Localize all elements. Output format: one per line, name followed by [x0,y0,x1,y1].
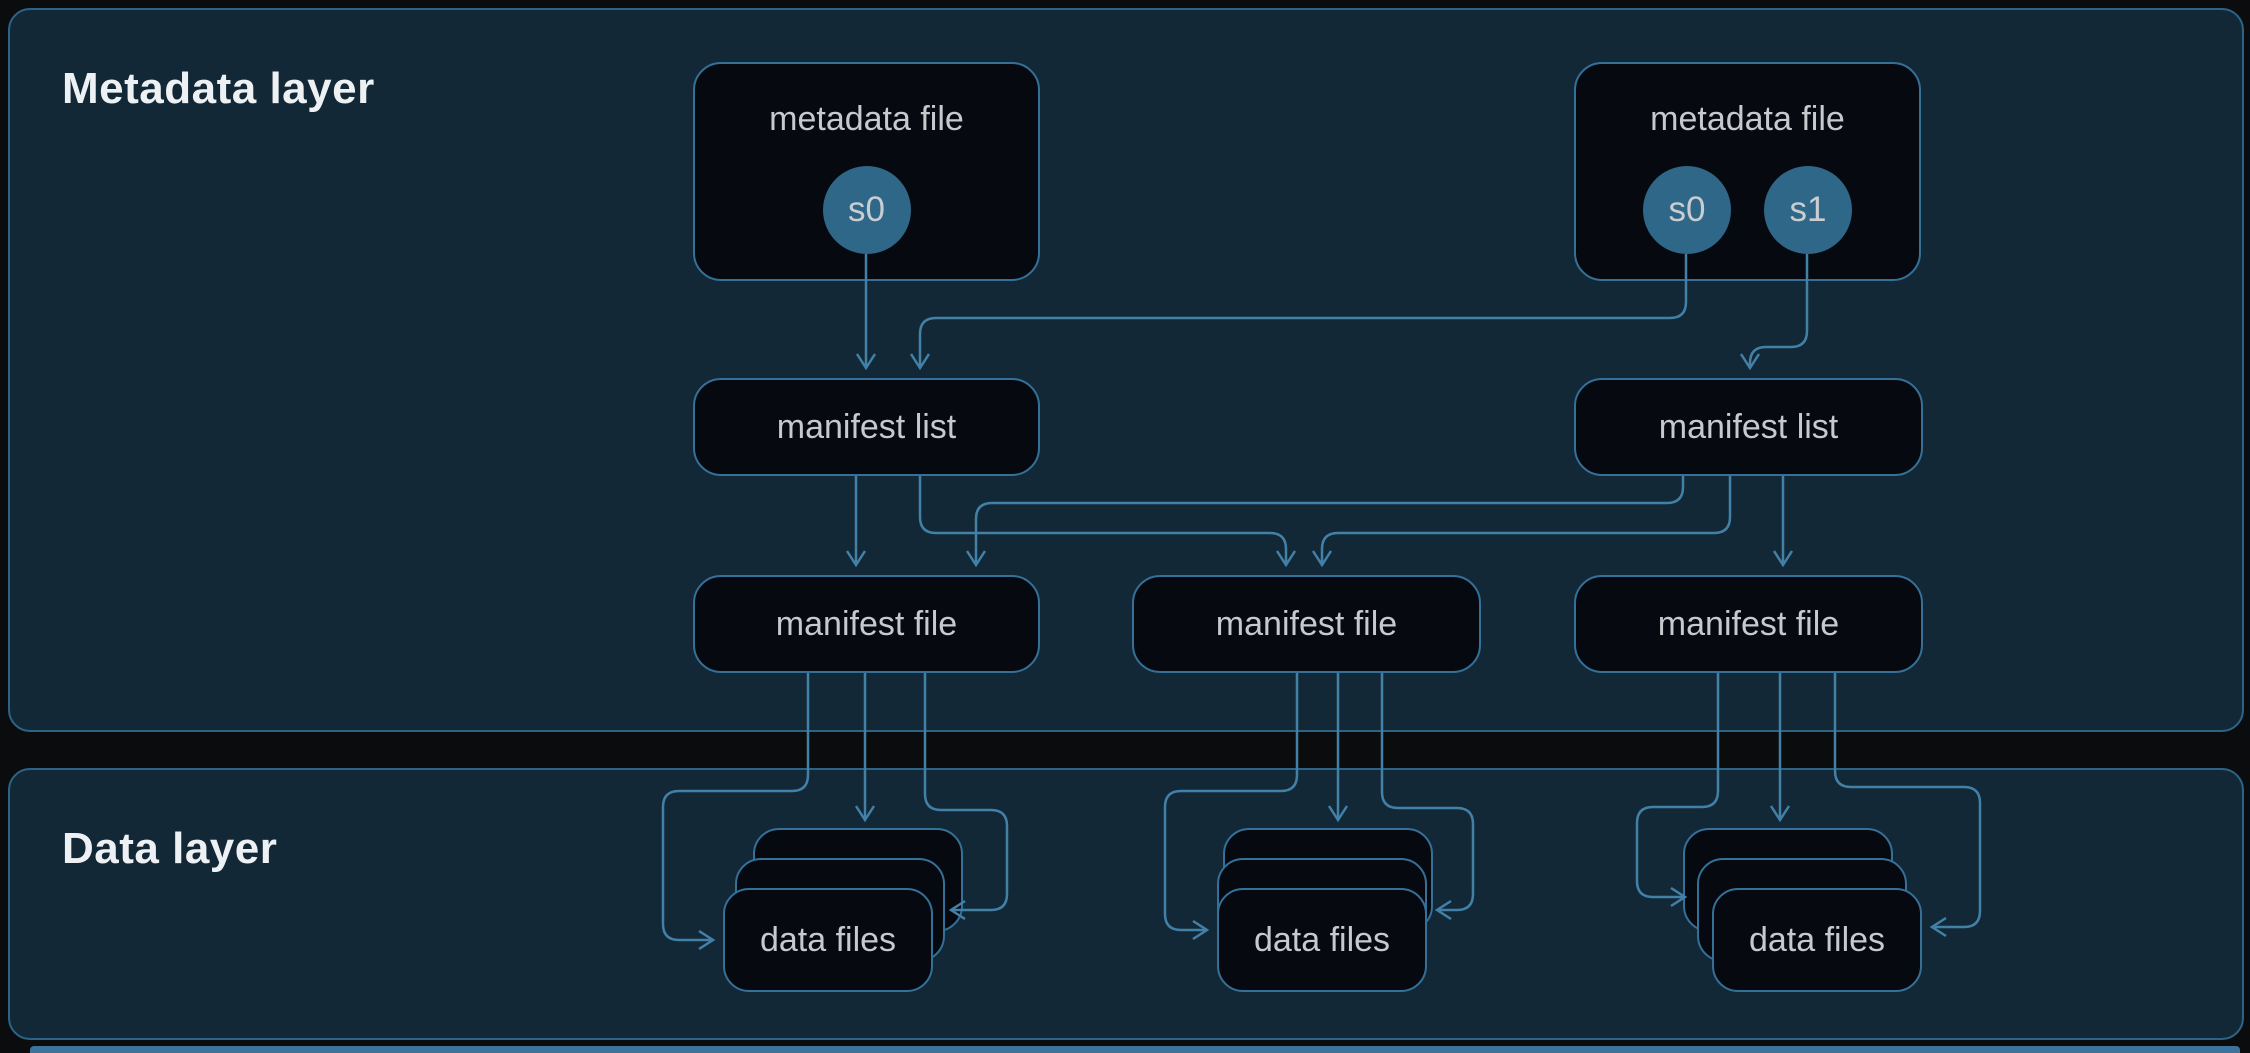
data-files-card-front: data files [723,888,933,992]
manifest-list-label: manifest list [776,407,957,446]
manifest-file-label: manifest file [775,604,958,643]
data-files-stack-middle: data files [1211,828,1451,992]
data-files-card-front: data files [1712,888,1922,992]
metadata-file-node-left: metadata file s0 [693,62,1040,281]
manifest-list-label: manifest list [1658,407,1839,446]
snapshot-s0-badge: s0 [822,166,911,254]
manifest-file-label: manifest file [1657,604,1840,643]
bottom-accent-bar [30,1046,2240,1053]
metadata-file-label: metadata file [1650,100,1845,138]
data-files-stack-right: data files [1683,828,1923,992]
manifest-file-label: manifest file [1215,604,1398,643]
snapshot-badges: s0 s1 [1643,166,1852,254]
data-files-stack-left: data files [693,828,963,992]
metadata-file-label: metadata file [769,100,964,138]
manifest-file-node-middle: manifest file [1132,575,1481,673]
data-files-label: data files [759,920,897,959]
data-files-card-front: data files [1217,888,1427,992]
metadata-layer-title: Metadata layer [62,64,375,113]
manifest-list-node-left: manifest list [693,378,1040,476]
manifest-file-node-right: manifest file [1574,575,1923,673]
snapshot-badges: s0 [822,166,911,254]
snapshot-s1-badge: s1 [1764,166,1852,254]
manifest-file-node-left: manifest file [693,575,1040,673]
data-layer-title: Data layer [62,824,278,873]
data-files-label: data files [1253,920,1391,959]
snapshot-s0-badge: s0 [1643,166,1731,254]
data-files-label: data files [1748,920,1886,959]
metadata-file-node-right: metadata file s0 s1 [1574,62,1921,281]
manifest-list-node-right: manifest list [1574,378,1923,476]
